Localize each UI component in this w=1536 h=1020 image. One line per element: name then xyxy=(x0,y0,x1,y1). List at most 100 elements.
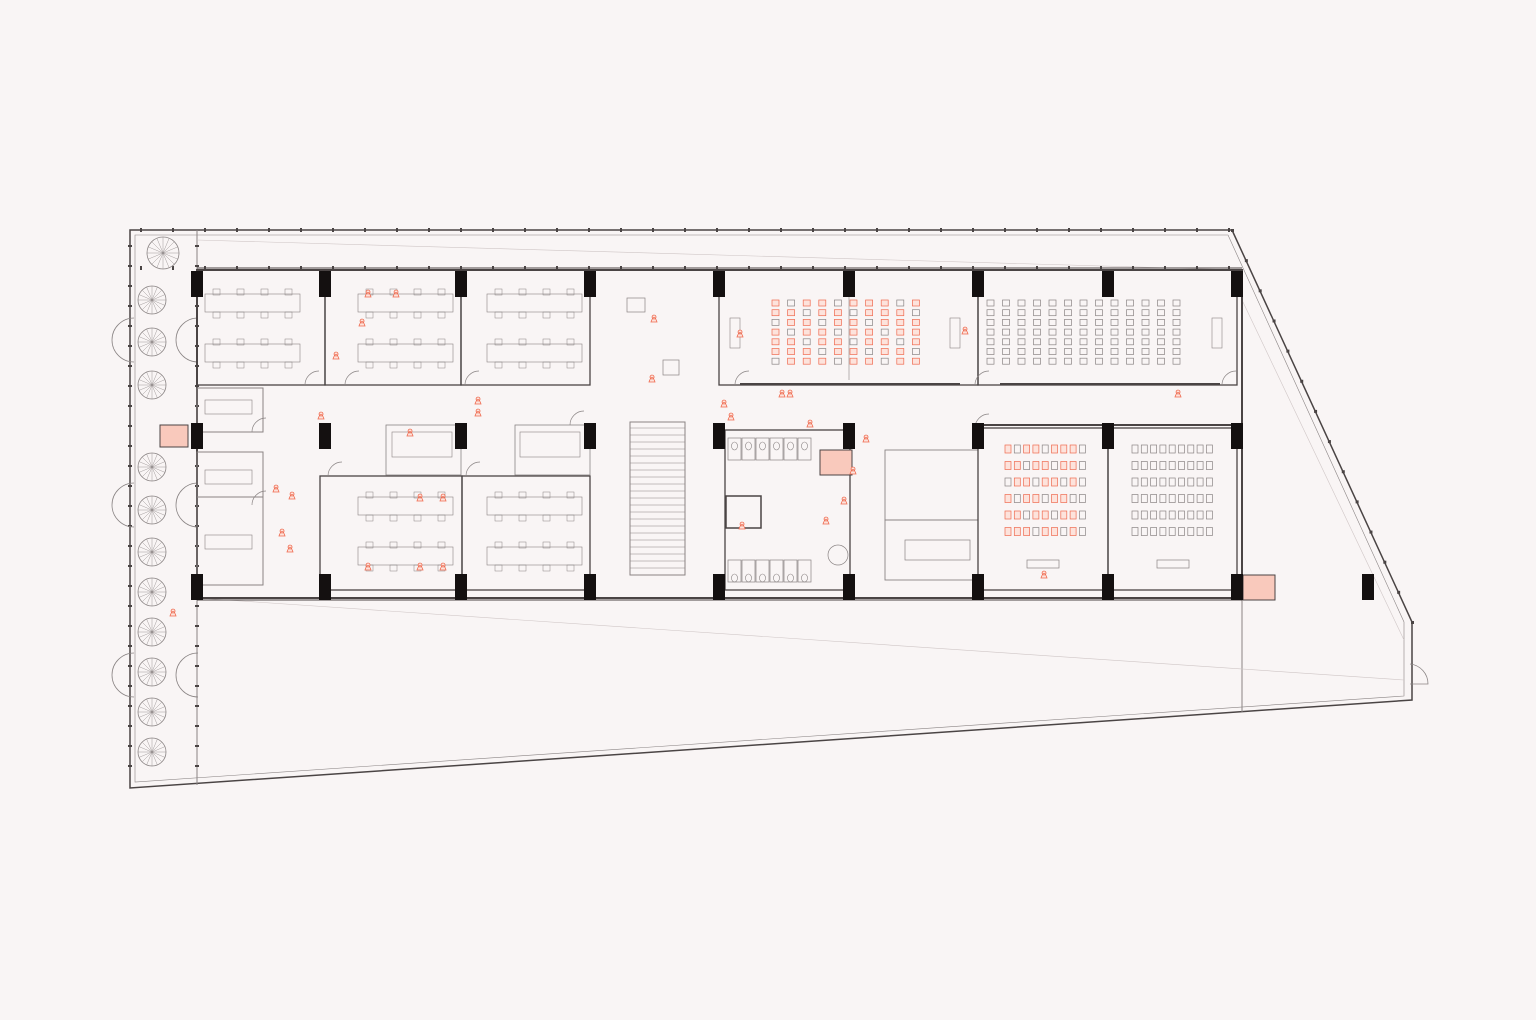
tree-branch xyxy=(138,551,153,558)
chair-icon xyxy=(566,288,575,296)
chair-icon xyxy=(1187,510,1195,520)
chair-icon xyxy=(986,338,995,346)
tree-branch xyxy=(146,578,153,593)
tree-branch xyxy=(151,738,158,753)
tree-branch xyxy=(151,299,163,311)
chair-icon xyxy=(260,338,269,346)
occupied-chair-icon xyxy=(1032,510,1040,520)
person-icon xyxy=(392,289,400,298)
column xyxy=(191,423,203,449)
chair-icon xyxy=(1196,444,1204,454)
chair-icon xyxy=(1159,494,1167,503)
railing-post xyxy=(396,228,398,232)
chair-icon xyxy=(1041,494,1049,503)
chair-icon xyxy=(518,491,527,499)
occupied-chair-icon xyxy=(1013,477,1021,487)
column xyxy=(1231,423,1243,449)
occupied-chair-icon xyxy=(1041,477,1049,487)
tree-branch xyxy=(141,661,153,673)
railing-post xyxy=(1164,228,1166,232)
railing-post xyxy=(128,345,132,347)
chair-icon xyxy=(1051,461,1058,470)
occupied-chair-icon xyxy=(1069,461,1077,470)
occupied-chair-icon xyxy=(1051,444,1058,454)
column xyxy=(1231,271,1243,297)
chair-icon xyxy=(566,361,575,369)
chair-icon xyxy=(518,361,527,369)
tree-branch xyxy=(151,671,166,678)
classroom xyxy=(977,427,1109,591)
tree-branch xyxy=(151,546,166,553)
chair-icon xyxy=(236,338,245,346)
occupied-chair-icon xyxy=(912,357,920,365)
column xyxy=(455,574,467,600)
tree-branch xyxy=(151,384,158,399)
occupied-chair-icon xyxy=(834,319,842,326)
desk-bench xyxy=(486,496,583,516)
tree-branch xyxy=(151,336,166,343)
occupied-chair-icon xyxy=(818,357,827,365)
tree-branch xyxy=(151,671,163,683)
railing-post xyxy=(128,545,132,547)
chair-icon xyxy=(389,311,398,319)
chair-icon xyxy=(1178,527,1185,536)
tree-branch xyxy=(141,509,153,521)
tree-branch xyxy=(151,591,158,606)
occupied-chair-icon xyxy=(1051,477,1058,487)
person-icon xyxy=(738,521,746,530)
service-shaft xyxy=(819,449,853,476)
chair-icon xyxy=(413,361,422,369)
occupied-chair-icon xyxy=(1004,527,1012,536)
chair-icon xyxy=(542,564,551,572)
tree-branch xyxy=(151,711,166,718)
toilet-stall xyxy=(741,559,756,583)
tree-branch xyxy=(141,289,153,301)
chair-icon xyxy=(542,338,551,346)
chair-icon xyxy=(1172,348,1181,355)
tree-branch xyxy=(151,631,163,643)
column xyxy=(319,423,331,449)
meeting-room xyxy=(385,424,462,476)
column xyxy=(843,271,855,297)
occupied-chair-icon xyxy=(802,299,811,307)
occupied-chair-icon xyxy=(787,357,795,365)
tree-branch xyxy=(151,631,158,646)
chair-icon xyxy=(1157,319,1165,326)
tree-branch xyxy=(151,551,163,563)
tree-branch xyxy=(141,299,153,311)
railing-post xyxy=(1004,228,1006,232)
railing-post xyxy=(492,228,494,232)
tree-branch xyxy=(151,751,163,763)
railing-post xyxy=(128,745,132,747)
desk-bench xyxy=(204,293,301,313)
chair-icon xyxy=(802,309,811,317)
tree-branch xyxy=(141,751,153,763)
service-shaft xyxy=(159,424,189,448)
meeting-table xyxy=(904,539,971,561)
chair-icon xyxy=(212,311,221,319)
door-swing-icon xyxy=(464,370,480,386)
tree-branch xyxy=(151,551,166,558)
chair-icon xyxy=(849,338,858,346)
railing-post xyxy=(268,228,270,232)
chair-icon xyxy=(494,514,503,522)
railing-post xyxy=(195,745,199,747)
occupied-chair-icon xyxy=(802,357,811,365)
tree-branch xyxy=(138,586,153,593)
chair-icon xyxy=(494,311,503,319)
chair-icon xyxy=(1017,338,1026,346)
desk-bench xyxy=(204,343,301,363)
person-icon xyxy=(416,493,424,502)
occupied-chair-icon xyxy=(1004,510,1012,520)
tree-branch xyxy=(151,671,158,686)
chair-icon xyxy=(1159,461,1167,470)
toilet-icon xyxy=(731,441,738,451)
column xyxy=(455,423,467,449)
column xyxy=(584,574,596,600)
occupied-chair-icon xyxy=(1023,477,1030,487)
chair-icon xyxy=(413,541,422,549)
accessible-turning-circle xyxy=(827,544,849,566)
chair-icon xyxy=(849,309,858,317)
column xyxy=(1102,423,1114,449)
chair-icon xyxy=(1141,299,1150,307)
